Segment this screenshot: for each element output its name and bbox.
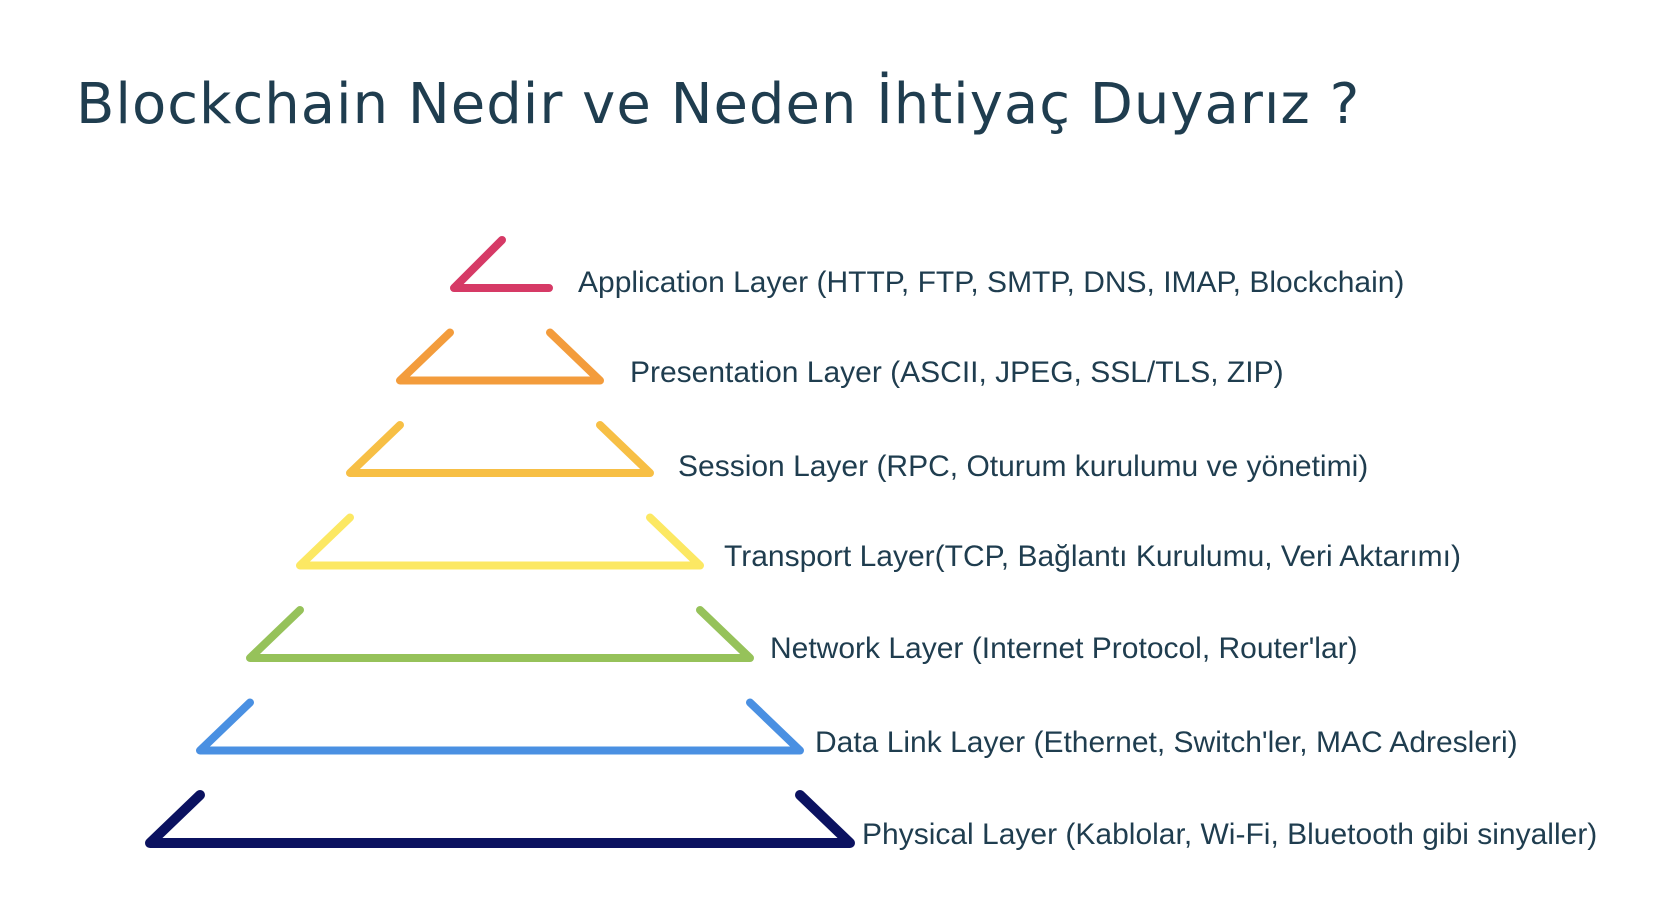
layer-label-transport: Transport Layer(TCP, Bağlantı Kurulumu, … [724, 540, 1461, 573]
layer-label-application: Application Layer (HTTP, FTP, SMTP, DNS,… [578, 266, 1405, 299]
slide-title: Blockchain Nedir ve Neden İhtiyaç Duyarı… [76, 72, 1361, 137]
pyramid-layer-transport [296, 513, 704, 570]
layer-label-presentation: Presentation Layer (ASCII, JPEG, SSL/TLS… [630, 356, 1284, 389]
pyramid-layer-data-link [196, 698, 804, 755]
layer-label-session: Session Layer (RPC, Oturum kurulumu ve y… [678, 450, 1369, 483]
pyramid-layer-presentation [396, 328, 604, 385]
pyramid-layer-physical [145, 790, 855, 848]
layer-label-network: Network Layer (Internet Protocol, Router… [770, 632, 1358, 665]
pyramid-layer-network [246, 606, 754, 662]
pyramid-layer-session [346, 421, 654, 477]
pyramid-layer-application [450, 236, 553, 292]
layer-label-physical: Physical Layer (Kablolar, Wi-Fi, Bluetoo… [862, 818, 1598, 851]
layer-label-data-link: Data Link Layer (Ethernet, Switch'ler, M… [815, 726, 1518, 759]
